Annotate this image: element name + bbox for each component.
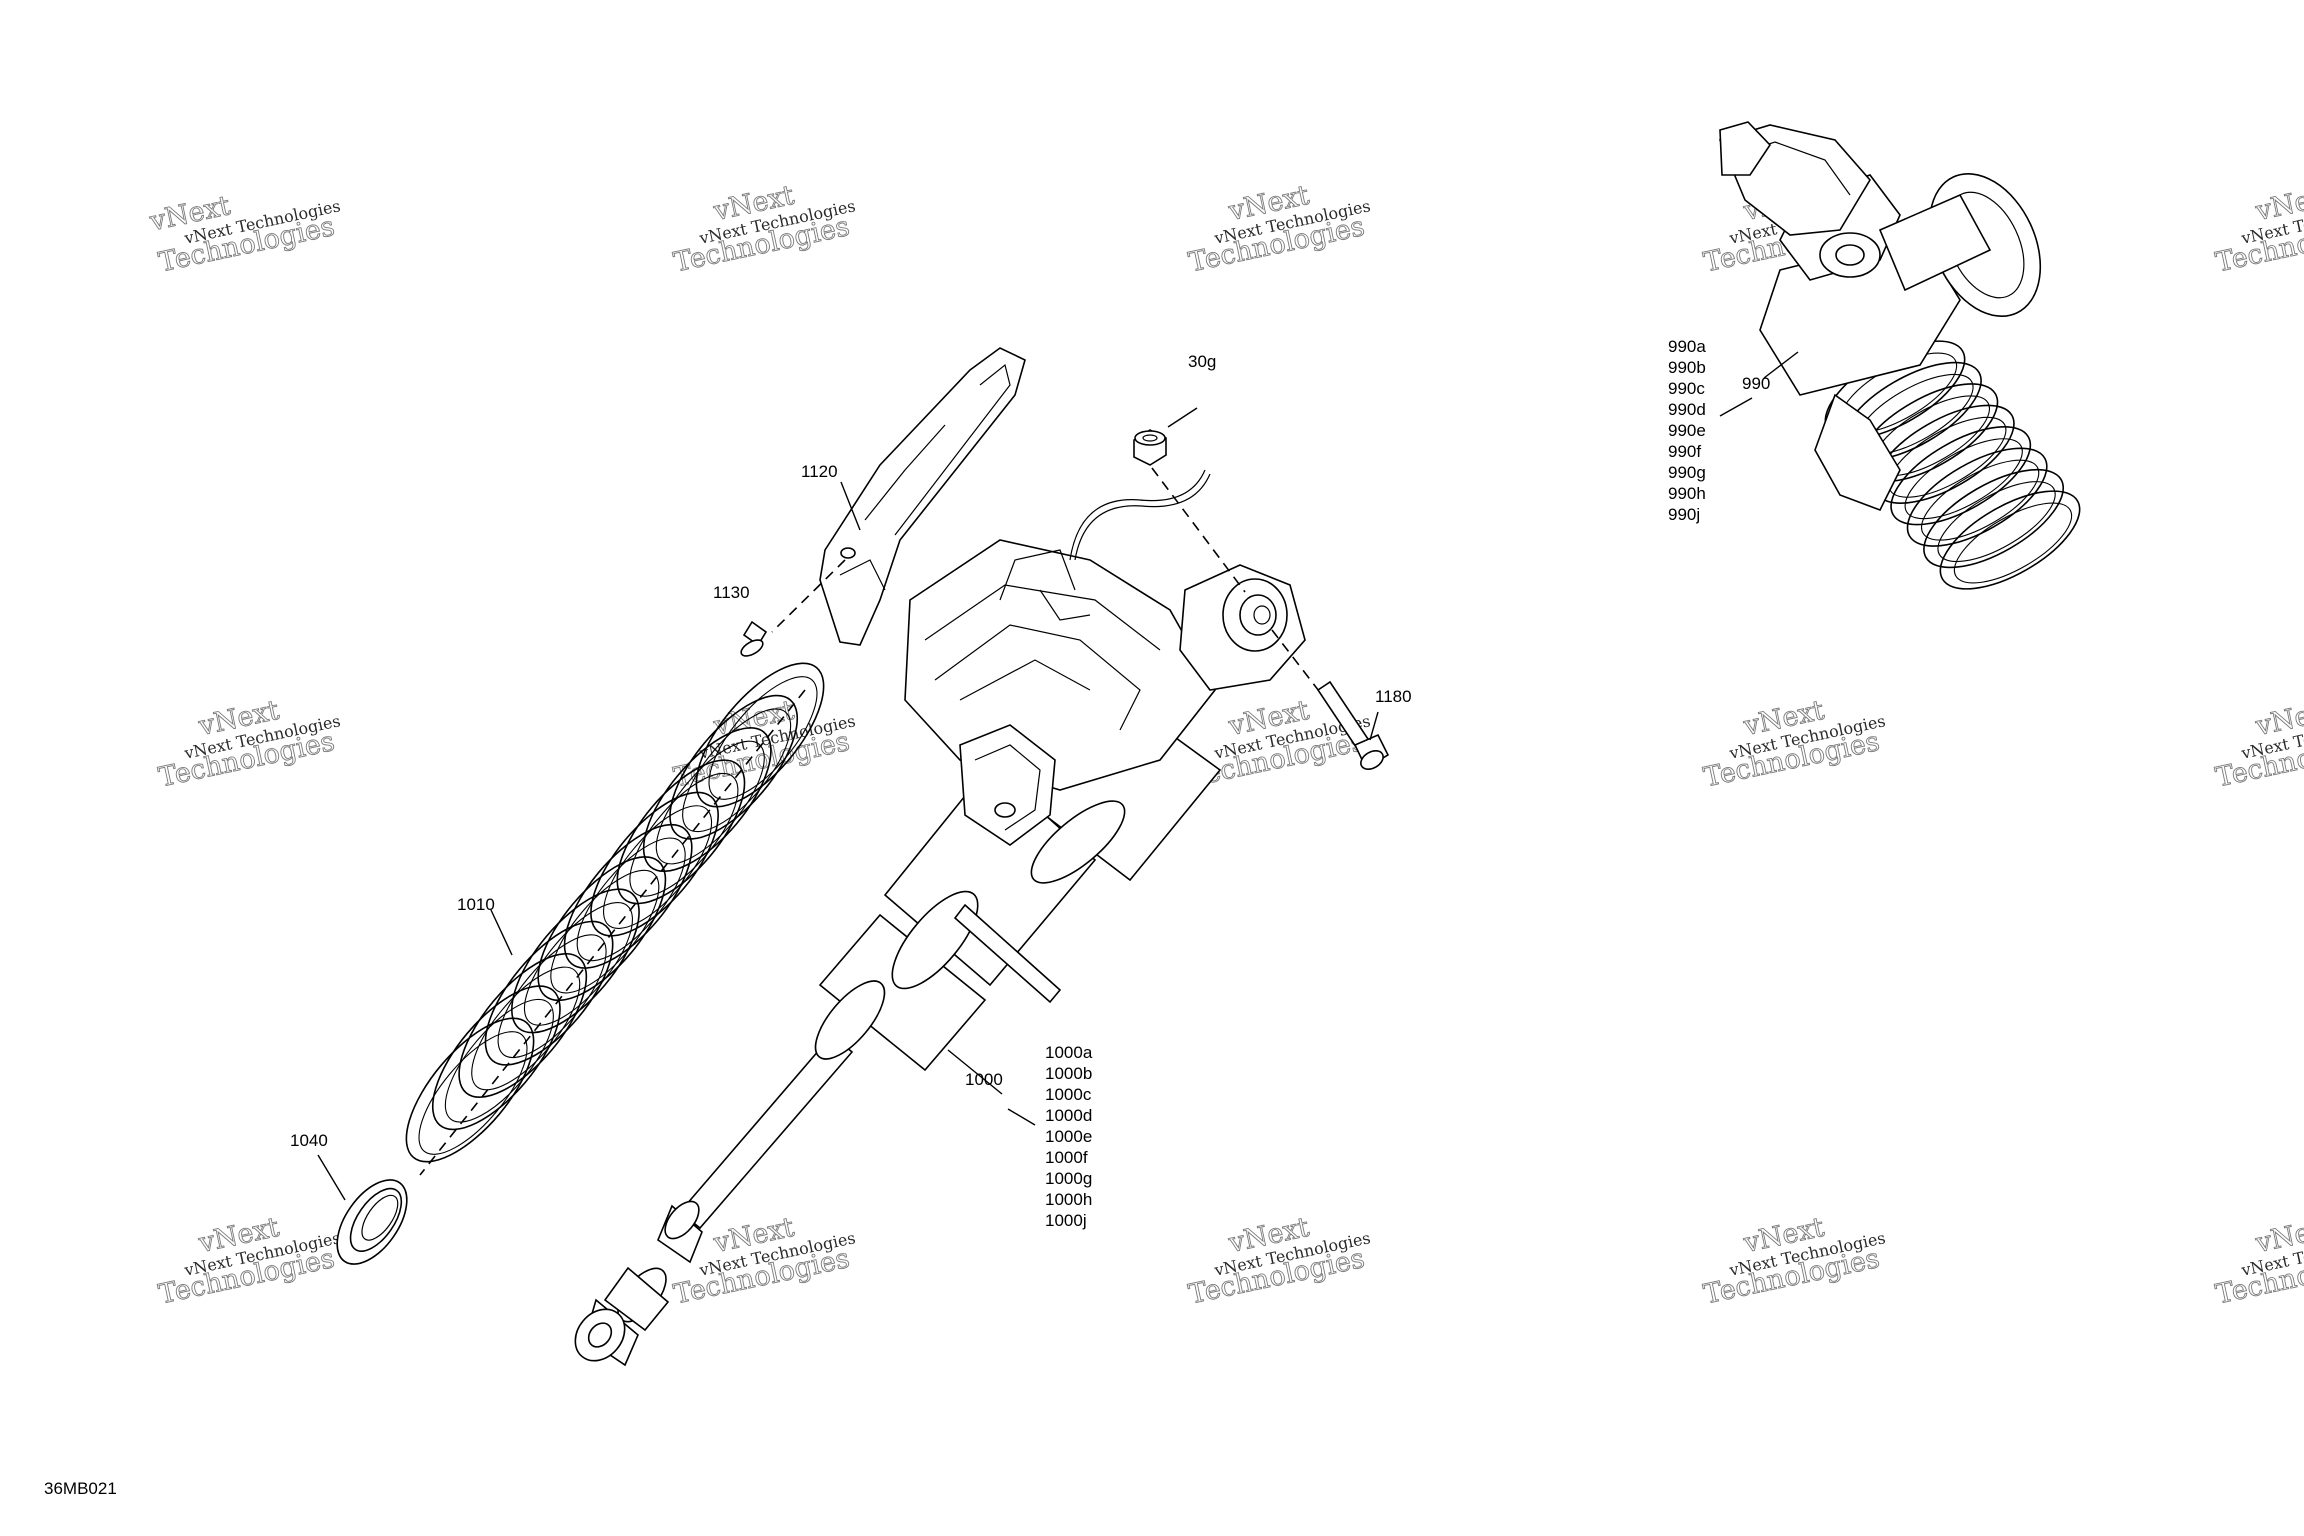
callout-1040: 1040 [290, 1131, 328, 1150]
drawing-code: 36MB021 [44, 1479, 117, 1498]
spring-coil [511, 888, 640, 1034]
spring-coil [405, 1017, 535, 1163]
variant-label: 990d [1668, 400, 1706, 419]
callout-labels: 30g 1120 1130 1180 1010 1040 1000 990 99… [44, 337, 1770, 1498]
watermark: vNext vNext Technologies Technologies [671, 179, 858, 279]
spring-coil [616, 759, 746, 905]
callout-990: 990 [1742, 374, 1770, 393]
spring-coil [669, 694, 799, 840]
variant-label: 1000j [1045, 1211, 1087, 1230]
leader-1000-variants [1007, 1108, 1036, 1126]
spring-coil [458, 952, 588, 1098]
bolt-axis-line [1271, 629, 1323, 696]
spring-coil-inner [1937, 481, 2056, 563]
watermark: vNext vNext Technologies Technologies [2213, 694, 2304, 794]
leader-990 [1763, 351, 1799, 379]
variant-label: 990h [1668, 484, 1706, 503]
variant-label: 990f [1668, 442, 1701, 461]
leader-1180 [1369, 711, 1379, 741]
variant-list-1000: 1000a 1000b 1000c 1000d 1000e 1000f 1000… [1045, 1043, 1093, 1230]
watermark: vNext vNext Technologies Technologies [146, 190, 342, 279]
leader-1120 [840, 481, 861, 531]
variant-label: 990c [1668, 379, 1705, 398]
variant-label: 1000g [1045, 1169, 1092, 1188]
spring-coil-inner [418, 1031, 528, 1155]
coil-spring-1010 [405, 662, 825, 1163]
watermark: vNext vNext Technologies Technologies [156, 694, 343, 794]
variant-list-990: 990a 990b 990c 990d 990e 990f 990g 990h … [1668, 337, 1706, 524]
callout-30g: 30g [1188, 352, 1216, 371]
variant-label: 1000f [1045, 1148, 1088, 1167]
spring-coil [1939, 490, 2081, 590]
variant-label: 990b [1668, 358, 1706, 377]
callout-1010: 1010 [457, 895, 495, 914]
leader-30g [1167, 407, 1198, 428]
watermark-layer: vNext vNext Technologies Technologies vN… [146, 179, 2304, 1311]
leader-1010 [490, 909, 513, 956]
watermark: vNext vNext Technologies Technologies [1701, 694, 1888, 794]
variant-label: 990j [1668, 505, 1700, 524]
spring-coil [1923, 468, 2065, 569]
callout-leaders [317, 351, 1799, 1201]
watermark: vNext vNext Technologies Technologies [2213, 179, 2304, 279]
watermark: vNext vNext Technologies Technologies [2213, 1211, 2304, 1311]
callout-1120: 1120 [801, 462, 838, 481]
watermark: vNext vNext Technologies Technologies [1186, 179, 1373, 279]
callout-1000: 1000 [965, 1070, 1003, 1089]
callout-1180: 1180 [1375, 687, 1412, 706]
spring-coil-inner [1953, 502, 2073, 584]
screw-axis-line [771, 559, 846, 633]
leader-1000 [947, 1049, 1003, 1095]
spring-seat-1040 [336, 1179, 408, 1265]
spring-coil [1890, 426, 2032, 526]
spring-coil-inner [1920, 459, 2040, 541]
watermark: vNext vNext Technologies Technologies [1186, 1211, 1373, 1311]
variant-label: 990e [1668, 421, 1706, 440]
spring-coil [484, 920, 614, 1066]
spring-coil [537, 856, 667, 1002]
bolt-1180 [1271, 629, 1390, 770]
leader-1040 [317, 1154, 346, 1201]
spring-coil [1906, 447, 2048, 547]
spring-coil [590, 791, 719, 937]
spring-coil [642, 727, 772, 873]
spring-coil [695, 662, 825, 808]
spring-axis-line [419, 689, 806, 1176]
screw-1130 [740, 620, 768, 657]
variant-label: 1000a [1045, 1043, 1093, 1062]
watermark: vNext vNext Technologies Technologies [671, 1211, 858, 1311]
leader-990-variants [1719, 397, 1753, 417]
guard-1120 [819, 347, 1026, 646]
variant-label: 1000b [1045, 1064, 1092, 1083]
nut-30g [1133, 429, 1167, 466]
spring-coil-inner [1904, 438, 2023, 520]
variant-label: 990g [1668, 463, 1706, 482]
spring-coil [431, 985, 561, 1131]
watermark: vNext vNext Technologies Technologies [1701, 1211, 1888, 1311]
spring-coil [563, 823, 693, 969]
variant-label: 1000h [1045, 1190, 1092, 1209]
nut-axis-line [1151, 467, 1246, 593]
variant-label: 1000d [1045, 1106, 1092, 1125]
variant-label: 1000c [1045, 1085, 1092, 1104]
variant-label: 990a [1668, 337, 1706, 356]
variant-label: 1000e [1045, 1127, 1092, 1146]
shock-absorber-1000 [574, 469, 1306, 1367]
shock-assembly-990 [1718, 121, 2081, 590]
callout-1130: 1130 [713, 583, 750, 602]
watermark: vNext vNext Technologies Technologies [156, 1211, 343, 1311]
